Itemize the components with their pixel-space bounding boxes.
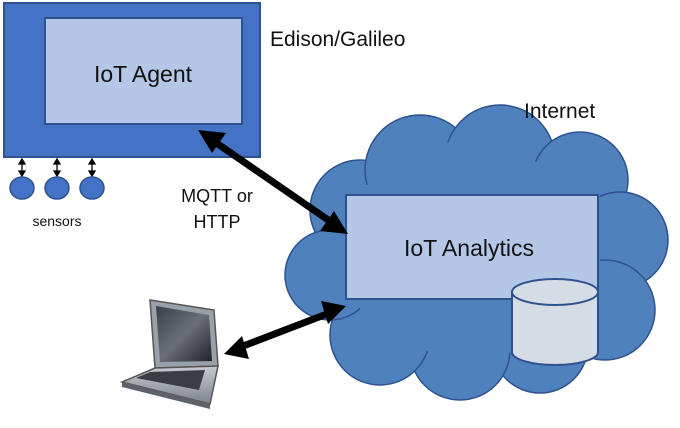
double-arrow-icon: [224, 301, 346, 359]
sensor-icon: [44, 176, 70, 200]
board-label: Edison/Galileo: [270, 28, 405, 51]
iot-agent-label: IoT Agent: [94, 61, 193, 87]
database-icon: [511, 278, 599, 366]
protocol-label-line1: MQTT or: [181, 186, 253, 206]
device-board: IoT Agent: [3, 2, 261, 158]
iot-agent-box: [44, 17, 243, 125]
sensors-group: [17, 157, 97, 178]
sensors-label: sensors: [32, 213, 81, 229]
iot-analytics-label: IoT Analytics: [404, 235, 534, 261]
protocol-label-line2: HTTP: [194, 212, 241, 232]
cloud-label: Internet: [524, 100, 595, 123]
sensor-icon: [79, 176, 105, 200]
laptop-icon: [119, 299, 219, 409]
sensor-icon: [9, 176, 35, 200]
double-arrow-icon: [198, 130, 348, 234]
